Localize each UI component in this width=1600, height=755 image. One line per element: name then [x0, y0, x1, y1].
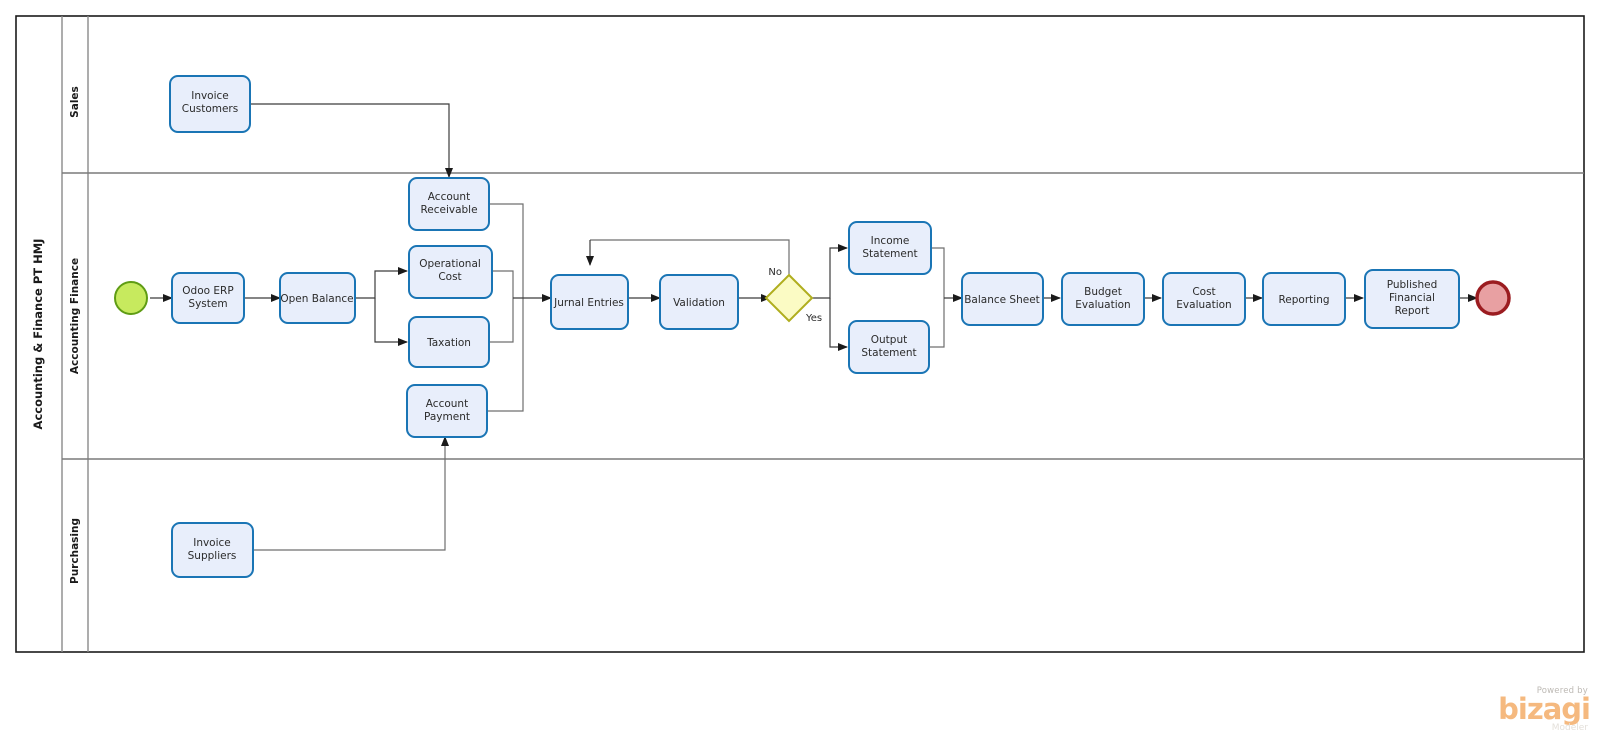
task-reporting-box — [1262, 272, 1346, 326]
task-open-balance-label: Open Balance — [280, 293, 353, 305]
task-invoice-customers-box — [169, 75, 251, 133]
task-operational-cost-box — [408, 245, 493, 299]
task-account-receivable-box — [408, 177, 490, 231]
task-account-receivable[interactable]: Account Receivable — [408, 177, 490, 231]
task-invoice-suppliers-box — [171, 522, 254, 578]
lane-label-accounting-finance: Accounting Finance — [69, 258, 81, 374]
task-invoice-suppliers[interactable]: Invoice Suppliers — [171, 522, 254, 578]
task-invoice-suppliers-line2: Suppliers — [188, 550, 237, 562]
task-published-financial-report[interactable]: Published Financial Report — [1364, 269, 1460, 329]
flow-operational-cost-merge — [492, 270, 514, 298]
task-published-financial-report-line1: Published — [1387, 279, 1438, 291]
gateway-label-no: No — [768, 267, 782, 278]
task-budget-evaluation[interactable]: Budget Evaluation — [1061, 272, 1145, 326]
task-reporting[interactable]: Reporting — [1262, 272, 1346, 326]
task-account-payment-line1: Account — [426, 398, 468, 410]
task-invoice-customers-line1: Invoice — [191, 90, 229, 102]
flow-openbalance-to-taxation — [374, 298, 408, 346]
lane-label-sales: Sales — [69, 86, 81, 118]
flow-invoice-customers-to-account-receivable — [250, 103, 453, 178]
task-published-financial-report-line3: Report — [1395, 305, 1430, 317]
end-event[interactable] — [1475, 280, 1511, 316]
task-income-statement-line2: Statement — [862, 248, 917, 260]
task-odoo-erp-system-line1: Odoo ERP — [182, 285, 233, 297]
task-open-balance[interactable]: Open Balance — [279, 272, 356, 324]
task-odoo-erp-system[interactable]: Odoo ERP System — [171, 272, 245, 324]
flow-gateway-yes-to-output-statement — [829, 298, 848, 351]
flow-output-statement-merge — [929, 298, 945, 348]
task-output-statement-box — [848, 320, 930, 374]
task-account-receivable-line1: Account — [428, 191, 470, 203]
start-event[interactable] — [114, 281, 148, 315]
gateway-label-yes: Yes — [805, 313, 822, 324]
task-validation-label: Validation — [673, 297, 725, 309]
task-operational-cost-line2: Cost — [438, 271, 461, 283]
pool-label: Accounting & Finance PT HMJ — [31, 239, 45, 430]
flow-invoice-suppliers-to-account-payment — [253, 436, 449, 551]
task-reporting-label: Reporting — [1278, 294, 1329, 306]
task-balance-sheet-box — [961, 272, 1044, 326]
pool-outline — [15, 15, 1585, 653]
task-invoice-customers[interactable]: Invoice Customers — [169, 75, 251, 133]
task-account-receivable-line2: Receivable — [420, 204, 477, 216]
task-taxation-label: Taxation — [426, 337, 471, 349]
task-budget-evaluation-line2: Evaluation — [1075, 299, 1130, 311]
bizagi-watermark: Powered by bizagi Modeler — [1470, 686, 1591, 734]
task-jurnal-entries-label: Jurnal Entries — [553, 297, 624, 309]
task-account-payment-box — [406, 384, 488, 438]
task-output-statement-line2: Statement — [861, 347, 916, 359]
sequence-flows — [150, 103, 1478, 551]
task-cost-evaluation-box — [1162, 272, 1246, 326]
flow-openbalance-to-operational-cost — [355, 267, 408, 299]
flow-gateway-no-loopback — [590, 239, 790, 278]
gateway-diamond — [764, 273, 814, 323]
task-account-payment[interactable]: Account Payment — [406, 384, 488, 438]
task-validation-box — [659, 274, 739, 330]
task-income-statement-box — [848, 221, 932, 275]
task-cost-evaluation[interactable]: Cost Evaluation — [1162, 272, 1246, 326]
task-odoo-erp-system-box — [171, 272, 245, 324]
task-taxation[interactable]: Taxation — [408, 316, 490, 368]
task-output-statement-line1: Output — [871, 334, 907, 346]
bizagi-edition-label: Modeler — [1551, 723, 1588, 733]
task-invoice-suppliers-line1: Invoice — [193, 537, 231, 549]
lane-label-purchasing: Purchasing — [69, 518, 81, 584]
task-income-statement-line1: Income — [871, 235, 910, 247]
task-invoice-customers-line2: Customers — [182, 103, 238, 115]
flow-account-payment-merge — [487, 298, 524, 412]
powered-by-text: Powered by — [1536, 686, 1588, 696]
task-budget-evaluation-box — [1061, 272, 1145, 326]
task-operational-cost-line1: Operational — [419, 258, 481, 270]
task-budget-evaluation-line1: Budget — [1084, 286, 1122, 298]
task-cost-evaluation-line1: Cost — [1192, 286, 1215, 298]
task-jurnal-entries-box — [550, 274, 629, 330]
task-taxation-box — [408, 316, 490, 368]
task-output-statement[interactable]: Output Statement — [848, 320, 930, 374]
task-account-payment-line2: Payment — [424, 411, 470, 423]
task-income-statement[interactable]: Income Statement — [848, 221, 932, 275]
flow-gateway-yes-to-income-statement — [809, 244, 848, 299]
exclusive-gateway-validation[interactable] — [764, 273, 814, 323]
flow-taxation-merge — [489, 298, 514, 343]
task-operational-cost[interactable]: Operational Cost — [408, 245, 493, 299]
task-balance-sheet[interactable]: Balance Sheet — [961, 272, 1044, 326]
pool-accounting-finance[interactable]: Accounting & Finance PT HMJ Sales Accoun… — [15, 15, 1585, 653]
task-balance-sheet-label: Balance Sheet — [964, 294, 1040, 306]
task-jurnal-entries[interactable]: Jurnal Entries — [550, 274, 629, 330]
flow-income-statement-merge — [931, 247, 945, 298]
task-published-financial-report-box — [1364, 269, 1460, 329]
task-published-financial-report-line2: Financial — [1389, 292, 1435, 304]
bizagi-wordmark: bizagi — [1498, 692, 1591, 726]
task-open-balance-box — [279, 272, 356, 324]
flow-account-receivable-merge — [489, 203, 524, 298]
task-odoo-erp-system-line2: System — [188, 298, 227, 310]
task-cost-evaluation-line2: Evaluation — [1176, 299, 1231, 311]
task-validation[interactable]: Validation — [659, 274, 739, 330]
